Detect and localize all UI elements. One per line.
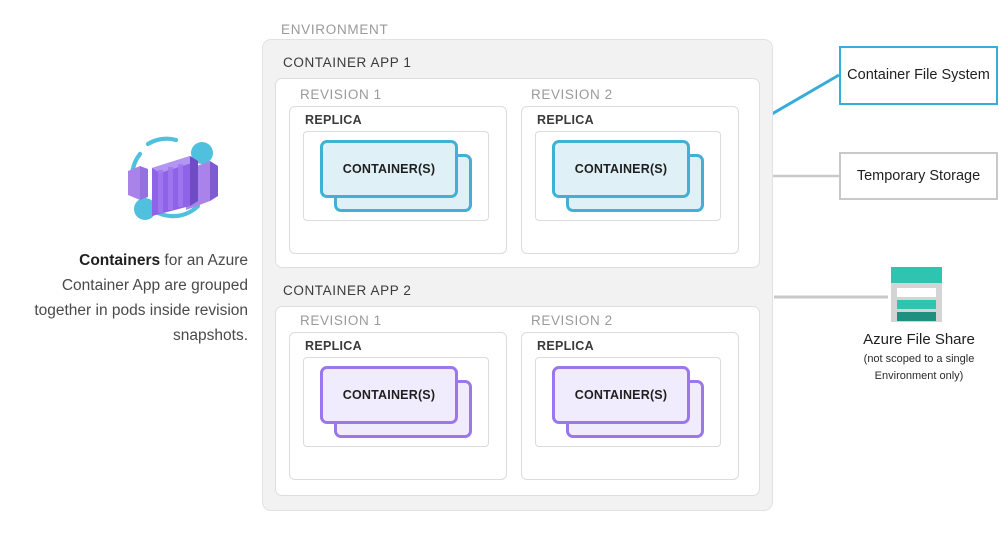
app-title-2: CONTAINER APP 2: [283, 283, 412, 298]
container-stack-2-1[interactable]: CONTAINER(S): [320, 366, 472, 438]
replica-label-2-1: REPLICA: [305, 339, 362, 353]
replica-label-1-1: REPLICA: [305, 113, 362, 127]
subtitle-line-1: (not scoped to a single: [863, 353, 975, 365]
container-card-front: CONTAINER(S): [320, 366, 458, 424]
revision-label-2-2: REVISION 2: [531, 313, 613, 328]
azure-file-share-icon: [888, 266, 945, 323]
container-stack-2-2[interactable]: CONTAINER(S): [552, 366, 704, 438]
container-card-front: CONTAINER(S): [552, 366, 690, 424]
app-title-1: CONTAINER APP 1: [283, 55, 412, 70]
azure-file-share-subtitle: (not scoped to a single Environment only…: [838, 351, 999, 385]
caption-emphasis: Containers: [79, 252, 161, 269]
revision-label-1-1: REVISION 1: [300, 87, 382, 102]
caption-text: Containers for an Azure Container App ar…: [8, 248, 248, 348]
replica-label-2-2: REPLICA: [537, 339, 594, 353]
container-stack-1-2[interactable]: CONTAINER(S): [552, 140, 704, 212]
container-stack-1-1[interactable]: CONTAINER(S): [320, 140, 472, 212]
subtitle-line-2: Environment only): [874, 370, 964, 382]
caption-body: for an Azure Container App are grouped t…: [34, 252, 248, 344]
callout-temporary-storage[interactable]: Temporary Storage: [839, 152, 998, 200]
environment-label: ENVIRONMENT: [281, 22, 389, 37]
revision-label-2-1: REVISION 1: [300, 313, 382, 328]
container-card-front: CONTAINER(S): [552, 140, 690, 198]
replica-label-1-2: REPLICA: [537, 113, 594, 127]
azure-file-share-title: Azure File Share: [863, 331, 975, 348]
container-card-front: CONTAINER(S): [320, 140, 458, 198]
azure-container-apps-logo: [112, 128, 230, 232]
revision-label-1-2: REVISION 2: [531, 87, 613, 102]
callout-container-file-system[interactable]: Container File System: [839, 46, 998, 105]
